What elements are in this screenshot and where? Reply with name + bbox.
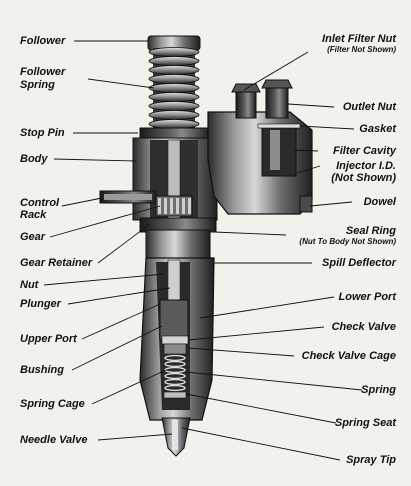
label-spray-tip: Spray Tip — [346, 454, 396, 466]
label-injector-id-line2: (Not Shown) — [331, 172, 396, 184]
gear-shape — [155, 195, 193, 217]
spray-tip-shape — [161, 417, 191, 457]
spring-coil — [148, 47, 200, 57]
label-control-rack-line1: Control — [20, 197, 60, 209]
label-follower-spring-line1: Follower — [20, 66, 66, 78]
spring-coil — [148, 101, 200, 111]
label-gasket: Gasket — [359, 123, 396, 135]
gear-tooth — [170, 198, 173, 214]
spring-coil — [148, 56, 200, 66]
label-outlet-nut: Outlet Nut — [342, 101, 396, 113]
gear-retainer-shape — [139, 217, 217, 261]
spring-coil — [148, 110, 200, 120]
label-follower-spring-line2: Spring — [20, 79, 55, 91]
label-needle-valve: Needle Valve — [20, 434, 88, 446]
lower-spring-coil — [164, 354, 186, 362]
label-spill-deflector: Spill Deflector — [322, 257, 396, 269]
label-injector-id-line1: Injector I.D. — [336, 160, 396, 172]
label-bushing: Bushing — [20, 364, 64, 376]
label-spring: Spring — [361, 384, 396, 396]
nut-shape — [139, 257, 215, 421]
gear-tooth — [164, 198, 167, 214]
label-seal-ring: Seal Ring — [345, 225, 396, 237]
follower-spring-shape — [148, 47, 200, 132]
label-control-rack-line2: Rack — [20, 209, 47, 221]
lower-spring-coil — [164, 372, 186, 380]
leader-lines — [43, 40, 363, 461]
label-check-valve-cage: Check Valve Cage — [301, 350, 396, 362]
label-dowel: Dowel — [363, 196, 396, 208]
label-lower-port: Lower Port — [338, 291, 396, 303]
spring-coil — [148, 65, 200, 75]
label-seal-ring-note: (Nut To Body Not Shown) — [299, 237, 396, 246]
spring-coil — [148, 92, 200, 102]
label-follower: Follower — [20, 35, 66, 47]
gear-tooth — [188, 198, 191, 214]
gear-tooth — [182, 198, 185, 214]
label-spring-seat: Spring Seat — [334, 417, 396, 429]
fuel-connector-block — [207, 79, 313, 215]
spring-coil — [148, 119, 200, 129]
label-gear-retainer: Gear Retainer — [20, 257, 93, 269]
spring-coil — [148, 83, 200, 93]
control-rack-shape — [99, 190, 157, 204]
label-spring-cage: Spring Cage — [20, 398, 85, 410]
lower-spring-coil — [164, 360, 186, 368]
label-body: Body — [20, 153, 48, 165]
label-inlet-filter-note: (Filter Not Shown) — [327, 45, 396, 54]
label-nut: Nut — [20, 279, 39, 291]
label-stop-pin: Stop Pin — [20, 127, 65, 139]
label-inlet-filter-nut: Inlet Filter Nut — [322, 33, 396, 45]
gear-tooth — [176, 198, 179, 214]
lower-spring-coil — [164, 384, 186, 392]
lower-spring-coil — [164, 378, 186, 386]
label-gear: Gear — [20, 231, 46, 243]
label-plunger: Plunger — [20, 298, 61, 310]
label-check-valve: Check Valve — [331, 321, 396, 333]
spring-coil — [148, 74, 200, 84]
label-filter-cavity: Filter Cavity — [333, 145, 396, 157]
label-upper-port: Upper Port — [20, 333, 77, 345]
